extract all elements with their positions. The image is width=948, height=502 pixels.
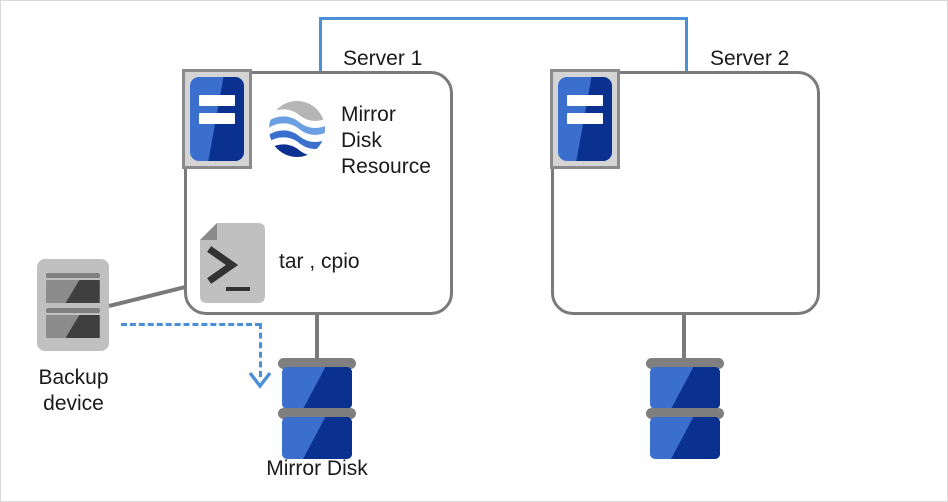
server1-icon: [182, 69, 252, 169]
server2-disk-stack-icon: [646, 358, 724, 460]
backup-flow-arrow-vertical: [259, 323, 262, 377]
mirror-disk-stack-icon: [278, 358, 356, 460]
server2-title: Server 2: [710, 47, 790, 70]
backup-device-label-line1: Backup: [38, 366, 109, 389]
script-terminal-icon: [200, 223, 265, 303]
mirror-disk-resource-label-line1: Mirror: [341, 103, 396, 126]
interconnect-right-vertical: [685, 17, 688, 73]
mirror-disk-label: Mirror Disk: [266, 457, 368, 480]
script-tools-label: tar , cpio: [279, 250, 360, 273]
backup-flow-arrow-horizontal: [121, 323, 261, 326]
backup-device-label-line2: device: [43, 392, 104, 415]
server1-to-disk-line: [315, 314, 319, 361]
mirror-disk-resource-globe-icon: [267, 99, 327, 159]
server1-title: Server 1: [343, 47, 423, 70]
mirror-disk-resource-label-line2: Disk: [341, 129, 382, 152]
server2-to-disk-line: [682, 314, 686, 361]
server2-icon: [550, 69, 620, 169]
interconnect-left-vertical: [319, 17, 322, 73]
backup-device-icon: [37, 259, 109, 351]
dashed-arrow-down-icon: [247, 369, 273, 391]
interconnect-top-horizontal: [319, 17, 688, 20]
backup-to-server1-connector: [108, 285, 186, 308]
mirror-disk-resource-label-line3: Resource: [341, 155, 431, 178]
